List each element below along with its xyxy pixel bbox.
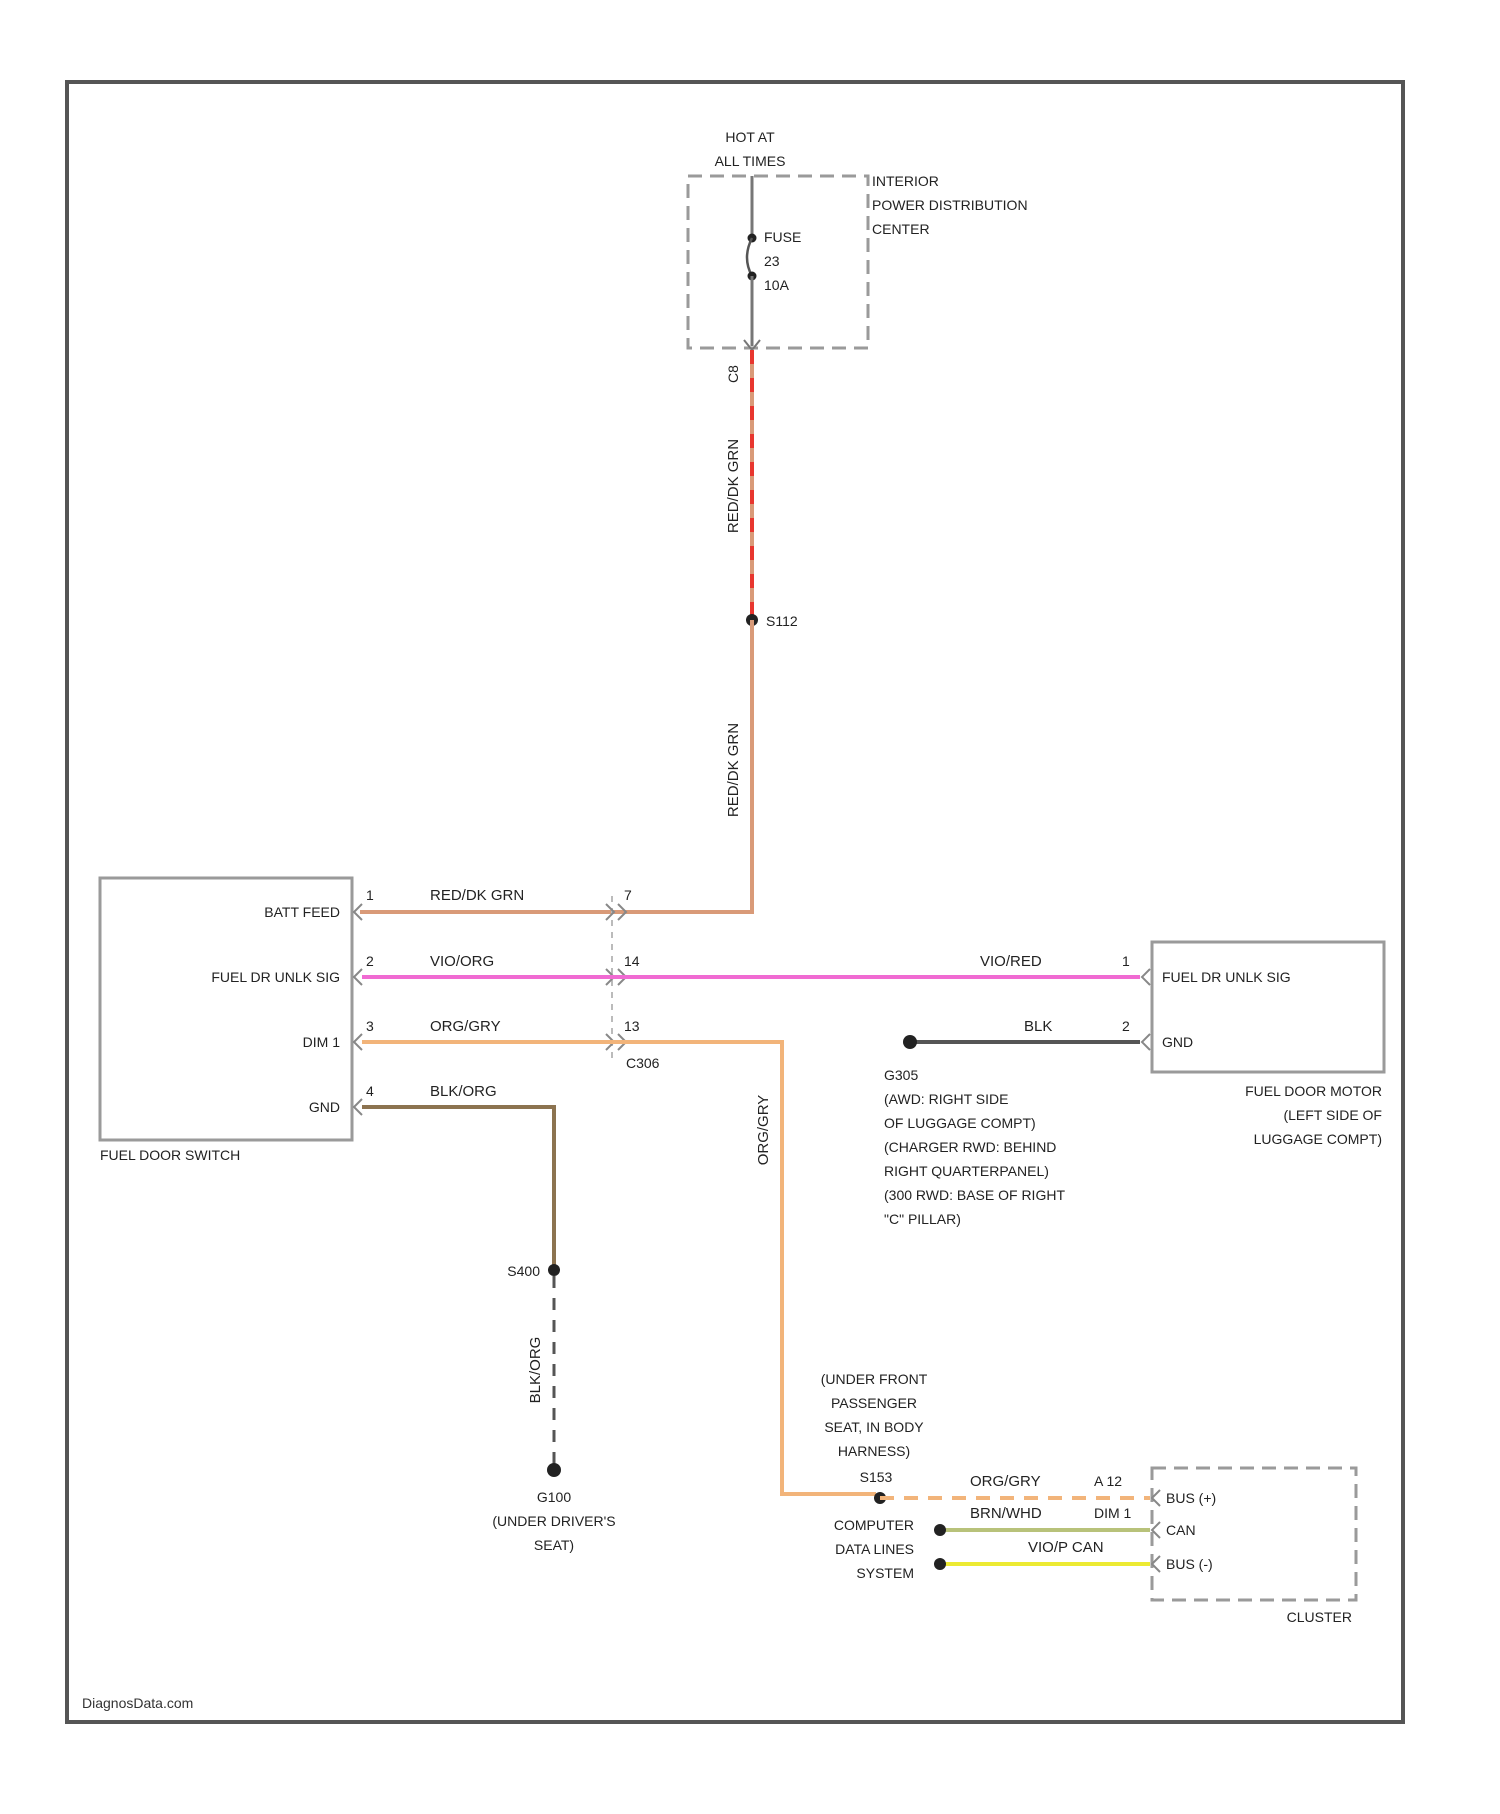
wire-blk-org — [362, 1107, 554, 1268]
splice-s400 — [548, 1264, 560, 1276]
wire-label-org-gry-vertical: ORG/GRY — [755, 1095, 772, 1166]
fuse-label: FUSE — [764, 229, 801, 245]
s153-note-2: PASSENGER — [831, 1395, 917, 1411]
switch-pin-label-gnd: GND — [309, 1099, 340, 1115]
c306-pin-13: 13 — [624, 1018, 640, 1034]
cluster-pin-label-can: CAN — [1166, 1522, 1196, 1538]
g305-line-7: "C" PILLAR) — [884, 1211, 961, 1227]
ground-g100-line-1: G100 — [537, 1489, 571, 1505]
c8-connector-label: C8 — [725, 365, 741, 383]
g305-line-2: (AWD: RIGHT SIDE — [884, 1091, 1008, 1107]
computer-data-line-3: SYSTEM — [856, 1565, 914, 1581]
fuse-symbol — [747, 238, 752, 276]
all-times-label: ALL TIMES — [715, 153, 786, 169]
c306-label: C306 — [626, 1055, 660, 1071]
wire-label-blk: BLK — [1024, 1018, 1052, 1035]
splice-s153-label: S153 — [860, 1469, 893, 1485]
wire-label-vio-red: VIO/RED — [980, 953, 1042, 970]
fuel-door-motor-box — [1152, 942, 1384, 1072]
cluster-pin-label-bus-plus: BUS (+) — [1166, 1490, 1216, 1506]
motor-pin-2-number: 2 — [1122, 1018, 1130, 1034]
computer-data-terminal-2 — [934, 1558, 946, 1570]
wire-lower-label: RED/DK GRN — [725, 723, 742, 817]
wire-org-gry — [362, 1042, 876, 1494]
switch-pin-1-number: 1 — [366, 887, 374, 903]
ipdc-label-2: POWER DISTRIBUTION — [872, 197, 1028, 213]
s153-note-3: SEAT, IN BODY — [824, 1419, 924, 1435]
switch-pin-label-batt-feed: BATT FEED — [264, 904, 340, 920]
switch-pin-2-symbol — [354, 969, 362, 985]
ground-g305-symbol — [903, 1035, 917, 1049]
computer-data-line-2: DATA LINES — [835, 1541, 914, 1557]
hot-at-label: HOT AT — [725, 129, 775, 145]
cluster-wire-label-org-gry: ORG/GRY — [970, 1473, 1041, 1490]
fuel-door-motor-label-3: LUGGAGE COMPT) — [1254, 1131, 1382, 1147]
switch-pin-3-number: 3 — [366, 1018, 374, 1034]
splice-s112-label: S112 — [766, 613, 798, 629]
switch-pin-label-fuel-dr-unlk: FUEL DR UNLK SIG — [211, 969, 340, 985]
g305-line-5: RIGHT QUARTERPANEL) — [884, 1163, 1049, 1179]
c306-pin-14: 14 — [624, 953, 640, 969]
g305-line-4: (CHARGER RWD: BEHIND — [884, 1139, 1056, 1155]
computer-data-line-1: COMPUTER — [834, 1517, 914, 1533]
cluster-wire-label-vio-can: VIO/P CAN — [1028, 1539, 1104, 1556]
diagram-frame — [67, 82, 1403, 1722]
switch-pin-2-number: 2 — [366, 953, 374, 969]
fuse-number: 23 — [764, 253, 780, 269]
wire-label-vio-org: VIO/ORG — [430, 953, 494, 970]
c306-pin-7: 7 — [624, 887, 632, 903]
fuse-rating: 10A — [764, 277, 790, 293]
ipdc-label-3: CENTER — [872, 221, 930, 237]
cluster-pin-a12: A 12 — [1094, 1473, 1122, 1489]
fuel-door-switch-label: FUEL DOOR SWITCH — [100, 1147, 240, 1163]
motor-pin-1-number: 1 — [1122, 953, 1130, 969]
switch-pin-4-symbol — [354, 1099, 362, 1115]
watermark: DiagnosData.com — [82, 1695, 193, 1711]
motor-pin-1-symbol — [1142, 969, 1150, 985]
cluster-pin-label-bus-minus: BUS (-) — [1166, 1556, 1213, 1572]
g305-line-1: G305 — [884, 1067, 918, 1083]
cluster-label: CLUSTER — [1287, 1609, 1352, 1625]
fuel-door-motor-label-2: (LEFT SIDE OF — [1283, 1107, 1382, 1123]
motor-pin-label-gnd: GND — [1162, 1034, 1193, 1050]
motor-pin-2-symbol — [1142, 1034, 1150, 1050]
splice-s400-label: S400 — [507, 1263, 540, 1279]
wire-label-blk-org-vertical: BLK/ORG — [527, 1337, 544, 1404]
motor-pin-label-fuel-dr-unlk: FUEL DR UNLK SIG — [1162, 969, 1291, 985]
switch-pin-3-symbol — [354, 1034, 362, 1050]
wire-red-grn-batt — [360, 620, 752, 912]
fuel-door-motor-label-1: FUEL DOOR MOTOR — [1245, 1083, 1382, 1099]
ground-g100-symbol — [547, 1463, 561, 1477]
ground-g100-line-2: (UNDER DRIVER'S — [492, 1513, 615, 1529]
wire-label-org-gry: ORG/GRY — [430, 1018, 501, 1035]
cluster-wire-label-brn-whd: BRN/WHD — [970, 1505, 1042, 1522]
computer-data-terminal-1 — [934, 1524, 946, 1536]
s153-note-1: (UNDER FRONT — [821, 1371, 928, 1387]
switch-pin-label-dim: DIM 1 — [303, 1034, 341, 1050]
g305-line-3: OF LUGGAGE COMPT) — [884, 1115, 1036, 1131]
wire-label-blk-org: BLK/ORG — [430, 1083, 497, 1100]
wire-upper-label: RED/DK GRN — [725, 439, 742, 533]
cluster-pin-dim1: DIM 1 — [1094, 1505, 1132, 1521]
g305-line-6: (300 RWD: BASE OF RIGHT — [884, 1187, 1065, 1203]
wire-label-red-grn-switch: RED/DK GRN — [430, 887, 524, 904]
ipdc-label-1: INTERIOR — [872, 173, 939, 189]
switch-pin-4-number: 4 — [366, 1083, 374, 1099]
s153-note-4: HARNESS) — [838, 1443, 910, 1459]
ground-g100-line-3: SEAT) — [534, 1537, 574, 1553]
